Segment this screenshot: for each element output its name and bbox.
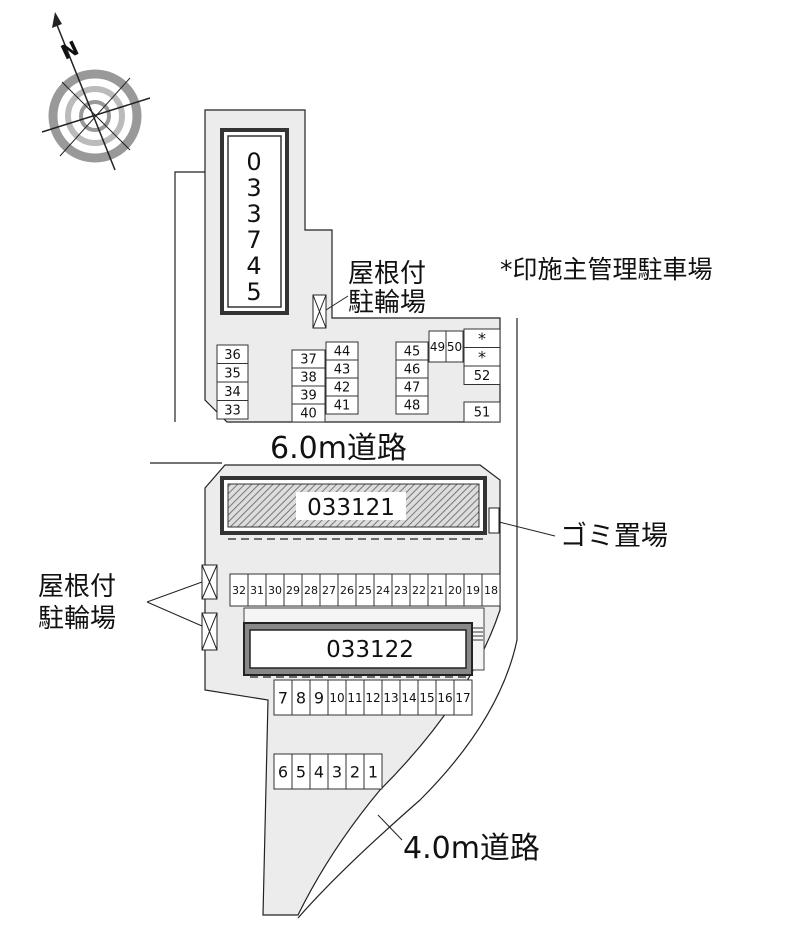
parking-spot-number: 34 [224,385,241,400]
parking-spot-number: 29 [286,584,300,597]
parking-spot-number: 47 [404,381,421,396]
parking-spot-number: 45 [404,345,421,360]
parking-spot-number: 12 [365,691,380,705]
parking-spot-number: 42 [334,381,351,396]
parking-spot-number: 22 [412,584,426,597]
parking-spot-number: 48 [404,399,421,414]
parking-spot-number: * [478,329,486,348]
parking-spot-number: 18 [484,584,498,597]
parking-spot-number: 39 [300,389,317,404]
parking-spot-number: 5 [296,762,306,781]
parking-spot-number: 35 [224,366,241,381]
road-6m-label: 6.0m道路 [270,431,407,466]
parking-spot-number: * [478,348,486,367]
parking-spot-number: 19 [466,584,480,597]
parking-spot [445,330,464,363]
parking-spot [481,573,501,607]
parking-spot-number: 17 [455,691,470,705]
parking-spot-number: 33 [224,403,241,418]
parking-spot-number: 11 [347,691,362,705]
parking-spot [291,403,326,423]
parking-spot [395,395,429,415]
parking-spot-number: 24 [376,584,390,597]
roofed-bike-label: 屋根付 [348,259,426,289]
parking-spot-number: 10 [329,691,344,705]
parking-spot-number: 2 [350,762,360,781]
parking-spot-number: 50 [447,340,462,354]
parking-spot-number: 9 [314,688,324,707]
parking-spot-number: 49 [430,340,445,354]
parking-spot-number: 43 [334,363,351,378]
road-4m-label: 4.0m道路 [403,831,540,866]
parking-spot-number: 20 [448,584,462,597]
parking-spot-number: 52 [474,369,491,384]
parking-spot-number: 51 [474,406,491,421]
parking-spot [363,753,383,790]
parking-spot [453,679,473,716]
parking-spot-number: 14 [401,691,416,705]
parking-spot-number: 28 [304,584,318,597]
parking-spot-number: 36 [224,348,241,363]
parking-spot-number: 13 [383,691,398,705]
parking-spot [463,401,501,423]
parking-spot [216,400,249,420]
parking-spot-number: 16 [437,691,452,705]
building-033121: 033121 [220,476,487,540]
roofed-bike-label: 屋根付 [38,572,116,602]
roofed-bike-label: 駐輪場 [38,604,116,634]
parking-spot-number: 44 [334,345,351,360]
garbage-area [488,507,556,537]
building-033122: 033122 [243,607,485,678]
parking-spot-number: 6 [278,762,288,781]
parking-spot-number: 25 [358,584,372,597]
parking-spot [463,365,501,385]
roofed-bike-label: 駐輪場 [348,288,426,318]
parking-spot-number: 8 [296,688,306,707]
upper-boundary-line [174,171,205,422]
parking-spot-number: 23 [394,584,408,597]
parking-spot-number: 3 [332,762,342,781]
garbage-label: ゴミ置場 [560,521,668,552]
parking-spot-number: 30 [268,584,282,597]
parking-spot-number: 38 [300,371,317,386]
parking-spot-number: 46 [404,363,421,378]
parking-spot-number: 31 [250,584,264,597]
parking-spot-number: 4 [314,762,324,781]
bike-shelter-left [146,564,218,651]
parking-spot-number: 26 [340,584,354,597]
building-label: 033121 [307,495,395,521]
parking-spot-number: 27 [322,584,336,597]
compass-icon: N [41,12,151,171]
parking-spot-number: 40 [300,407,317,422]
parking-spot [325,395,359,415]
parking-spot-number: 15 [419,691,434,705]
parking-spot-number: 41 [334,399,351,414]
north-label: N [57,36,82,65]
road-4m-line [297,318,518,919]
owner-parking-note: *印施主管理駐車場 [500,255,713,284]
parking-spot-number: 1 [368,762,378,781]
parking-spot-number: 32 [232,584,246,597]
bike-shelter-top [312,294,349,329]
parking-spot-number: 7 [278,688,288,707]
building-label: 033122 [326,637,414,663]
parking-spot-number: 21 [430,584,444,597]
parking-spot-number: 37 [300,353,317,368]
